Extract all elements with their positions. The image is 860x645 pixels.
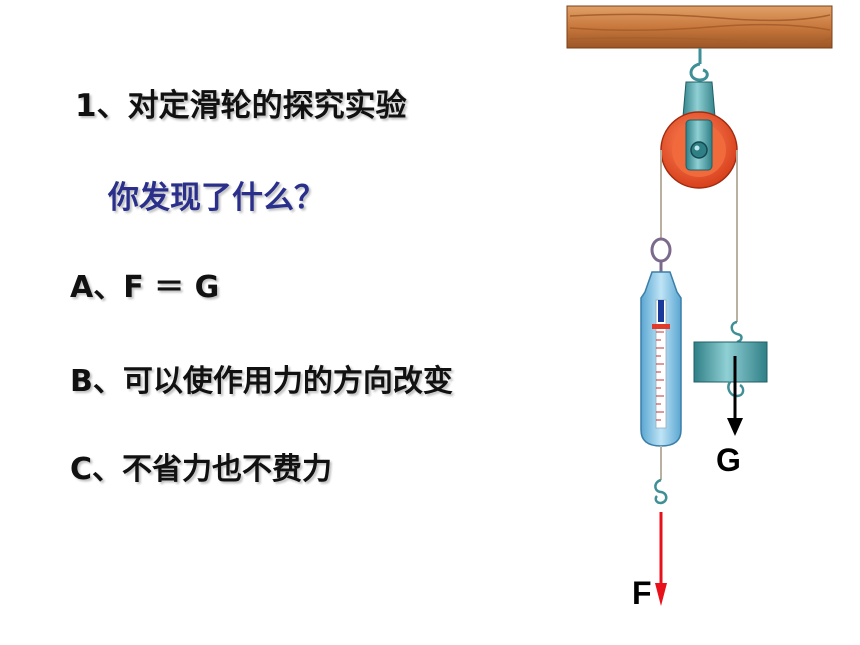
- force-f-label: F: [632, 575, 652, 611]
- force-g-label: G: [716, 442, 741, 478]
- spring-scale: [640, 237, 682, 505]
- option-b: B、可以使作用力的方向改变: [70, 364, 453, 399]
- weight-block: [693, 320, 768, 398]
- force-arrow-f: [655, 512, 667, 606]
- option-c: C、不省力也不费力: [70, 452, 333, 487]
- top-hook: [689, 48, 709, 82]
- force-arrow-g: [727, 356, 743, 436]
- rope: [660, 150, 738, 322]
- wooden-beam: [566, 5, 833, 49]
- pulley: [660, 81, 738, 189]
- slide-title: 1、对定滑轮的探究实验: [75, 88, 407, 124]
- option-a: A、F ＝ G: [70, 270, 220, 305]
- question-text: 你发现了什么？: [108, 180, 325, 216]
